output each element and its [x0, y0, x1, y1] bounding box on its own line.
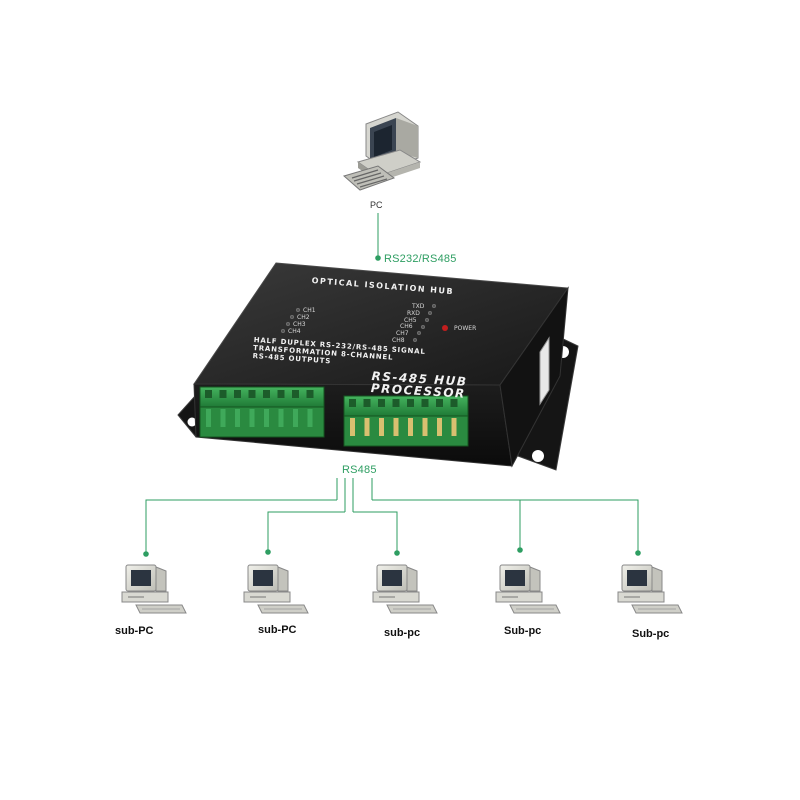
- channel-led: [280, 328, 286, 334]
- led-label-txd: TXD: [412, 303, 425, 310]
- channel-led: [420, 324, 426, 330]
- client-label-1: sub-PC: [115, 625, 154, 637]
- led-label-ch5: CH5: [404, 317, 417, 324]
- terminal-pin: [249, 409, 255, 427]
- led-label-ch4: CH4: [288, 328, 301, 335]
- device-side-face: [499, 286, 569, 468]
- terminal-screw: [277, 390, 285, 398]
- terminal-screw: [378, 399, 385, 407]
- terminal-pin: [293, 409, 298, 427]
- side-port: [539, 336, 550, 406]
- terminal-pin: [264, 409, 269, 427]
- terminal-pin: [393, 418, 399, 436]
- terminal-screw: [292, 390, 299, 398]
- terminal-screw: [407, 399, 414, 407]
- client-label-4: Sub-pc: [504, 625, 542, 637]
- led-label-ch8: CH8: [392, 337, 405, 344]
- client-pc-icon: [121, 564, 187, 614]
- led-label-ch3: CH3: [293, 321, 306, 328]
- channel-led: [416, 330, 422, 336]
- led-label-ch2: CH2: [297, 314, 310, 321]
- terminal-screw: [349, 399, 356, 407]
- right-terminal-block: [343, 395, 469, 447]
- channel-led: [289, 314, 295, 320]
- terminal-screw: [363, 399, 371, 407]
- client-pc-icon: [617, 564, 683, 614]
- channel-led: [431, 303, 437, 309]
- bus-branch-3: [353, 511, 398, 553]
- terminal-pin: [408, 418, 413, 436]
- terminal-pin: [422, 418, 428, 436]
- channel-led: [285, 321, 291, 327]
- client-pc-icon: [495, 564, 561, 614]
- terminal-pin: [379, 418, 384, 436]
- power-label: POWER: [454, 325, 477, 332]
- channel-led: [412, 337, 418, 343]
- host-connector-dot: [375, 255, 381, 261]
- client-label-2: sub-PC: [258, 624, 297, 636]
- terminal-screw: [392, 399, 400, 407]
- client-label-3: sub-pc: [384, 627, 421, 639]
- bus-label: RS485: [342, 464, 377, 476]
- terminal-pin: [364, 418, 370, 436]
- bus-branch-1: [145, 499, 337, 554]
- terminal-pin: [235, 409, 240, 427]
- terminal-screw: [263, 390, 270, 398]
- host-link-label: RS232/RS485: [384, 253, 457, 265]
- terminal-screw: [219, 390, 227, 398]
- led-label-rxd: RXD: [407, 310, 420, 317]
- terminal-screw: [436, 399, 443, 407]
- terminal-screw: [234, 390, 241, 398]
- terminal-pin: [350, 418, 355, 436]
- host-pc-icon: [342, 111, 422, 191]
- led-label-ch1: CH1: [303, 307, 316, 314]
- terminal-pin: [278, 409, 284, 427]
- left-terminal-block: [199, 386, 325, 438]
- client-label-5: Sub-pc: [632, 628, 670, 640]
- led-label-ch7: CH7: [396, 330, 409, 337]
- terminal-screw: [421, 399, 429, 407]
- channel-led: [424, 317, 430, 323]
- terminal-screw: [248, 390, 256, 398]
- terminal-pin: [451, 418, 457, 436]
- terminal-screw: [205, 390, 212, 398]
- channel-led: [295, 307, 301, 313]
- terminal-pin: [307, 409, 313, 427]
- terminal-pin: [220, 409, 226, 427]
- power-led: [442, 325, 448, 331]
- bus-branch-4: [372, 499, 639, 553]
- channel-led: [427, 310, 433, 316]
- client-pc-icon: [243, 564, 309, 614]
- terminal-screw: [450, 399, 458, 407]
- device-model: RS-485 HUB PROCESSOR: [370, 369, 467, 401]
- bus-branch-2: [267, 511, 345, 552]
- client-pc-icon: [372, 564, 438, 614]
- terminal-pin: [437, 418, 442, 436]
- bus-connectors: [143, 478, 641, 557]
- hub-device-icon: [177, 262, 579, 471]
- terminal-screw: [306, 390, 314, 398]
- terminal-pin: [206, 409, 211, 427]
- host-pc-label: PC: [370, 200, 383, 210]
- led-label-ch6: CH6: [400, 323, 413, 330]
